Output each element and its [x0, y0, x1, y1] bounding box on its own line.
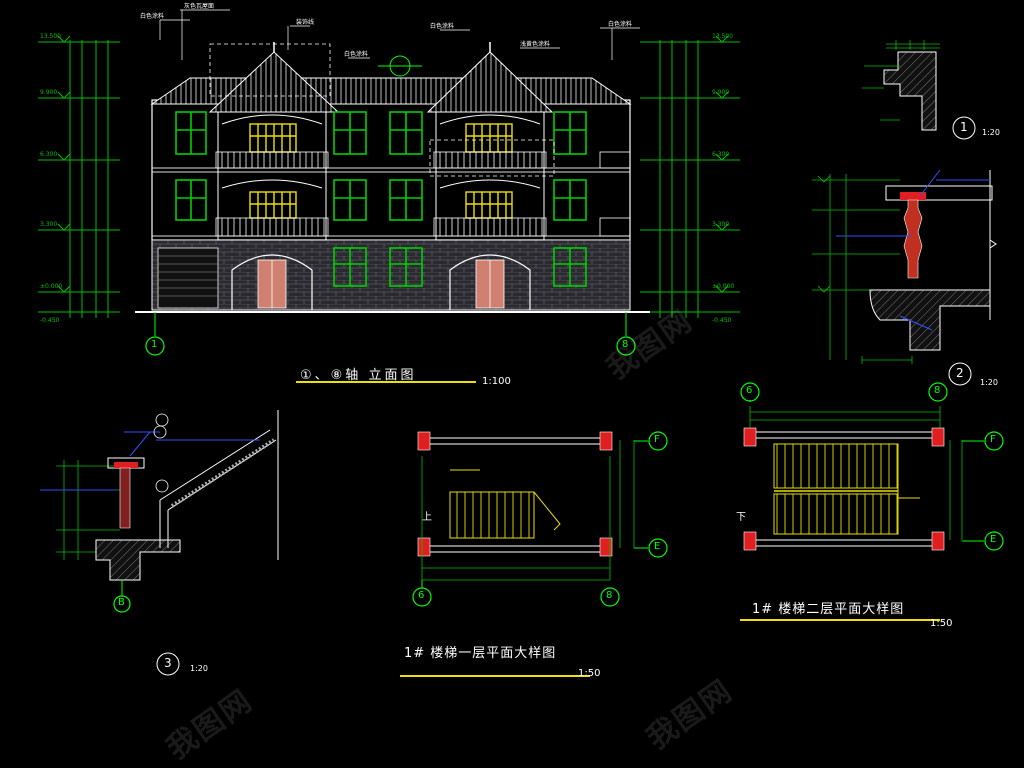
right-dimension-lines	[640, 35, 740, 318]
floor-bands	[152, 167, 630, 241]
stair1-axis-8: 8	[606, 590, 613, 601]
stair2-axis-F: F	[990, 434, 996, 445]
cad-drawing-canvas: 13.500 9.900 6.300 3.300 ±0.000 -0.450 13.5…	[38, 2, 1004, 677]
stair-plan-1	[400, 431, 668, 677]
stair-plan-2	[740, 382, 1004, 621]
svg-text:6.300: 6.300	[712, 151, 729, 158]
building-body	[151, 99, 631, 241]
svg-text:装饰线: 装饰线	[296, 18, 314, 26]
stair1-scale: 1:50	[578, 668, 601, 679]
svg-text:-0.450: -0.450	[712, 317, 732, 324]
detail-3	[40, 410, 279, 676]
axis-bubble-8	[616, 336, 636, 356]
svg-text:9.900: 9.900	[40, 89, 57, 96]
stair1-axis-E-bubble	[648, 538, 668, 558]
detail-reference-box	[209, 43, 331, 97]
detail-2-number-bubble	[948, 362, 972, 386]
detail-1	[862, 40, 976, 140]
svg-text:灰色瓦屋面: 灰色瓦屋面	[184, 2, 214, 10]
detail-3-axis-bubble	[113, 595, 131, 613]
balcony-railings	[215, 151, 631, 237]
svg-text:13.500: 13.500	[40, 33, 61, 40]
svg-text:13.500: 13.500	[712, 33, 733, 40]
svg-text:3.300: 3.300	[40, 221, 57, 228]
stair1-axis-F: F	[654, 434, 660, 445]
stair2-scale: 1:50	[930, 618, 953, 629]
detail-3-number: 3	[164, 656, 172, 670]
elevation-scale: 1:100	[482, 376, 511, 387]
svg-text:白色涂料: 白色涂料	[608, 20, 632, 28]
stair2-axis-E-bubble	[984, 531, 1004, 551]
stair2-axis-6-bubble	[740, 382, 760, 402]
detail-2	[812, 169, 997, 386]
stair1-up-label: 上	[422, 512, 432, 523]
right-level-marks: 13.500 9.900 6.300 3.300 ±0.000 -0.450	[712, 33, 734, 324]
stair1-axis-F-bubble	[648, 431, 668, 451]
left-tower-bay	[217, 111, 327, 241]
svg-text:-0.450: -0.450	[40, 317, 60, 324]
svg-text:浅黄色涂料: 浅黄色涂料	[520, 40, 550, 48]
elevation-annotation-leaders	[159, 9, 640, 60]
elevation-title: ①、⑧轴 立面图	[300, 368, 417, 383]
stair1-axis-E: E	[654, 541, 661, 552]
stair1-axis-8-bubble	[600, 587, 620, 607]
svg-text:白色涂料: 白色涂料	[344, 50, 368, 58]
stair2-axis-8-bubble	[928, 382, 948, 402]
detail-1-number-bubble	[952, 116, 976, 140]
green-windows	[175, 111, 587, 287]
svg-text:6.300: 6.300	[40, 151, 57, 158]
axis-bubble-1	[145, 336, 165, 356]
svg-text:3.300: 3.300	[712, 221, 729, 228]
elevation-view: 13.500 9.900 6.300 3.300 ±0.000 -0.450 13.5…	[38, 2, 740, 383]
stair1-title: 1# 楼梯一层平面大样图	[404, 646, 557, 661]
stair2-title: 1# 楼梯二层平面大样图	[752, 602, 905, 617]
entrance-doors	[231, 254, 531, 310]
detail-3-axis-label: B	[118, 597, 125, 608]
svg-text:±0.000: ±0.000	[712, 283, 734, 290]
svg-text:9.900: 9.900	[712, 89, 729, 96]
detail-3-number-bubble	[156, 652, 180, 676]
axis-label-8: 8	[622, 339, 629, 350]
detail-1-scale: 1:20	[982, 128, 1000, 137]
detail-2-scale: 1:20	[980, 378, 998, 387]
stair2-axis-6: 6	[746, 385, 753, 396]
detail-1-number: 1	[960, 120, 968, 134]
detail-3-scale: 1:20	[190, 664, 208, 673]
stair2-axis-8: 8	[934, 385, 941, 396]
svg-text:白色涂料: 白色涂料	[140, 12, 164, 20]
stair1-axis-6: 6	[418, 590, 425, 601]
svg-text:白色涂料: 白色涂料	[430, 22, 454, 30]
stair2-down-label: 下	[736, 512, 746, 523]
ground-floor-brick-wall	[151, 239, 631, 311]
garage-door	[157, 247, 219, 309]
stair2-axis-E: E	[990, 534, 997, 545]
detail-2-number: 2	[956, 366, 964, 380]
left-dimension-lines	[38, 35, 120, 318]
svg-text:±0.000: ±0.000	[40, 283, 62, 290]
left-level-marks: 13.500 9.900 6.300 3.300 ±0.000 -0.450	[40, 33, 62, 324]
stair2-axis-F-bubble	[984, 431, 1004, 451]
stair1-axis-6-bubble	[412, 587, 432, 607]
axis-label-1: 1	[151, 339, 158, 350]
